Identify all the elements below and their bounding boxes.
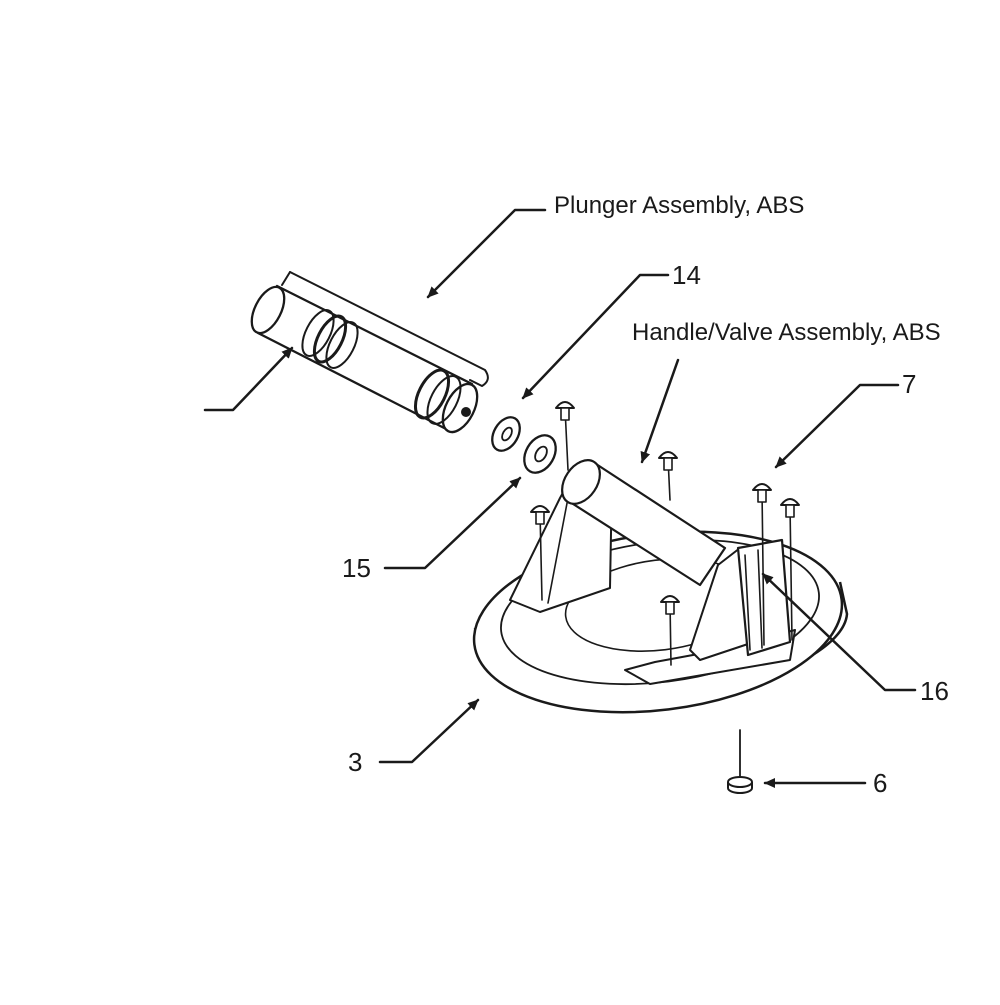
label-item-15: 15: [342, 553, 371, 583]
leader-14: [521, 273, 670, 400]
label-handle-valve-assembly: Handle/Valve Assembly, ABS: [632, 319, 941, 346]
screws: [530, 401, 800, 666]
leader-handle-valve: [640, 358, 680, 464]
label-item-7: 7: [902, 369, 916, 399]
label-item-3: 3: [348, 747, 362, 777]
screw: [660, 595, 680, 666]
foot-pin-6: [727, 729, 753, 794]
label-item-14: 14: [672, 260, 701, 290]
screw: [752, 483, 772, 646]
washer-14: [491, 416, 521, 452]
callout-labels: Plunger Assembly, ABS 14 Handle/Valve As…: [342, 192, 949, 798]
screw: [530, 505, 550, 601]
plunger-assembly: [250, 271, 489, 434]
screw: [555, 401, 575, 471]
leader-plunger-end: [203, 346, 294, 412]
label-plunger-assembly: Plunger Assembly, ABS: [554, 192, 804, 219]
leader-15: [383, 476, 522, 570]
washer-15: [523, 434, 557, 474]
screw: [780, 498, 800, 641]
leader-plunger-assembly: [426, 208, 547, 299]
leader-7: [774, 383, 900, 469]
plunger-rings: [301, 309, 462, 425]
label-item-16: 16: [920, 676, 949, 706]
leader-3: [378, 698, 480, 764]
screw: [658, 451, 678, 501]
leader-16: [761, 572, 917, 692]
label-item-6: 6: [873, 768, 887, 798]
handle-valve-assembly: [509, 459, 796, 685]
leader-lines: [203, 208, 917, 788]
